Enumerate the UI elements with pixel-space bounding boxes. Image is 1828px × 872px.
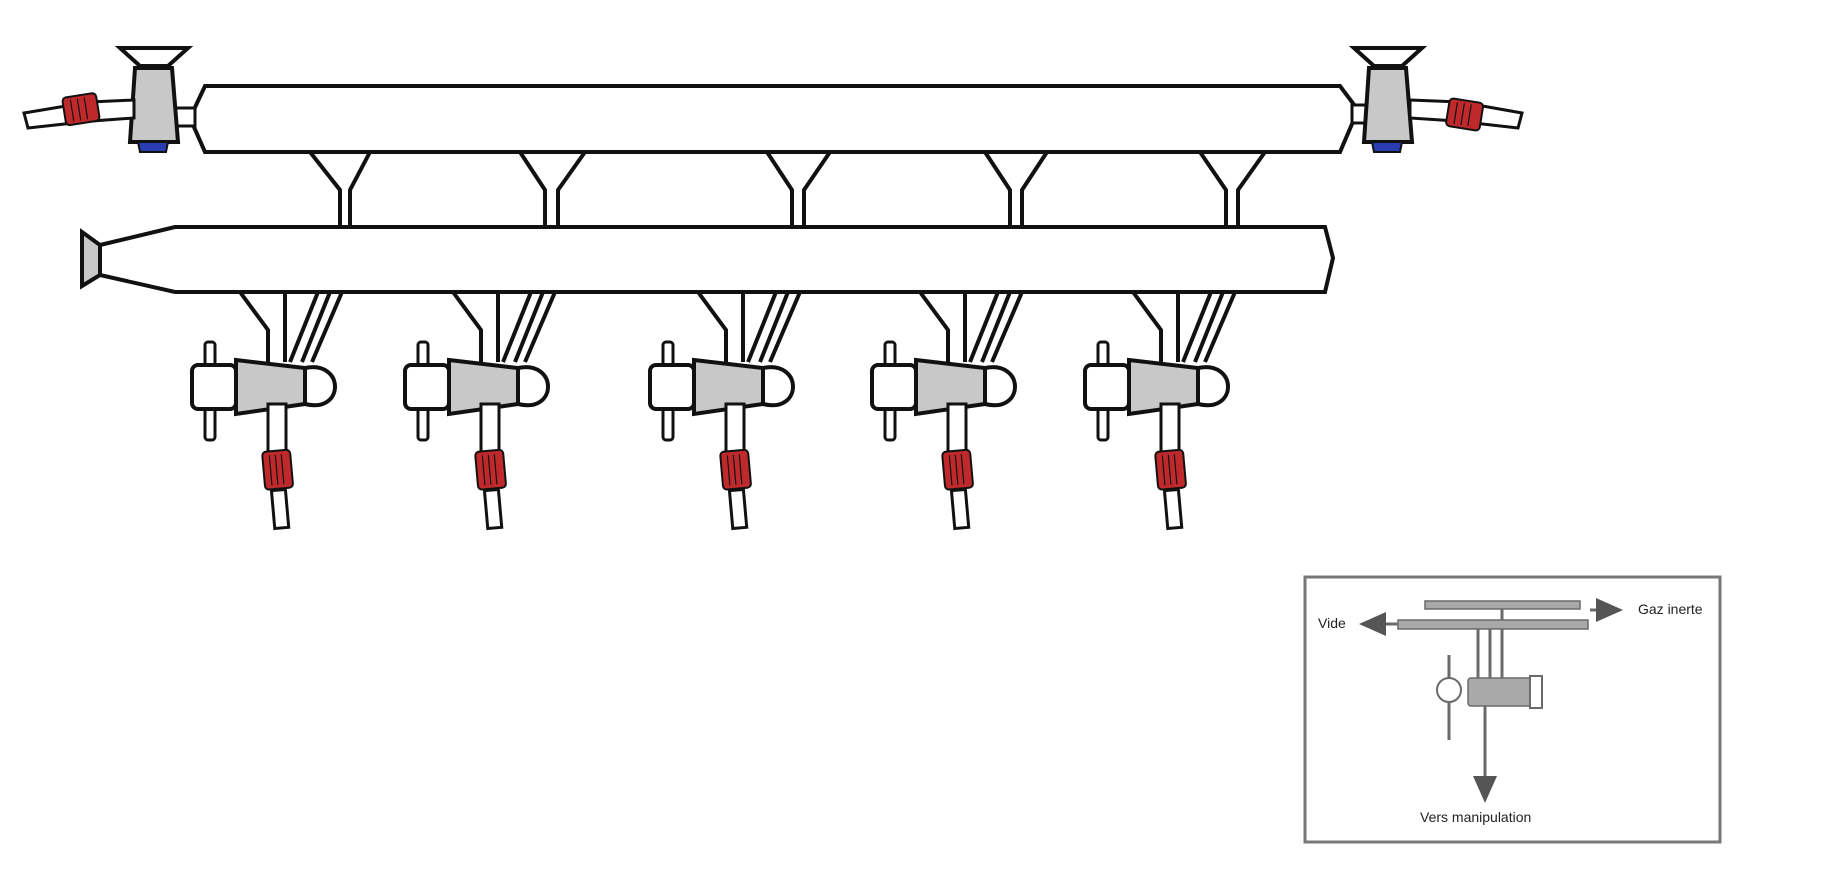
manifold-connectors [308,150,1267,228]
stopcock-septum [719,448,752,491]
label-vers-manipulation: Vers manipulation [1420,809,1531,825]
label-gaz-inerte: Gaz inerte [1638,601,1703,617]
left-end-cap [136,141,170,153]
lower-manifold [80,225,1336,294]
stopcock-outlet [946,402,968,456]
upper-manifold [173,84,1376,154]
two-way-stopcock-1[interactable] [190,290,344,531]
stopcock-outlet [1159,402,1181,456]
stopcock-outlet [266,402,288,456]
left-stopcock-funnel [114,46,194,68]
stopcock-septum [261,448,294,491]
right-stopcock-funnel [1348,46,1428,68]
stopcock-septum [941,448,974,491]
two-way-stopcock-5[interactable] [1083,290,1237,531]
left-end-stopcock[interactable] [22,46,194,153]
label-vide: Vide [1318,615,1346,631]
left-septum [61,92,101,127]
two-way-stopcock-2[interactable] [403,290,557,531]
stopcock-outlet [479,402,501,456]
stopcock-outlet [724,402,746,456]
two-way-stopcock-3[interactable] [648,290,802,531]
right-stopcock-barrel[interactable] [1361,66,1415,144]
right-end-cap [1370,141,1404,153]
right-septum [1445,97,1485,132]
inset-schematic: Vide Gaz inerte Vers manipulation [1303,575,1722,844]
stopcock-septum [474,448,507,491]
right-end-stopcock[interactable] [1348,46,1524,153]
lower-manifold-ground-joint [80,228,102,290]
inert-gas-bar [1424,600,1581,610]
left-stopcock-barrel[interactable] [127,66,181,144]
vacuum-bar [1397,619,1589,630]
two-way-stopcock-4[interactable] [870,290,1024,531]
stopcock-septum [1154,448,1187,491]
